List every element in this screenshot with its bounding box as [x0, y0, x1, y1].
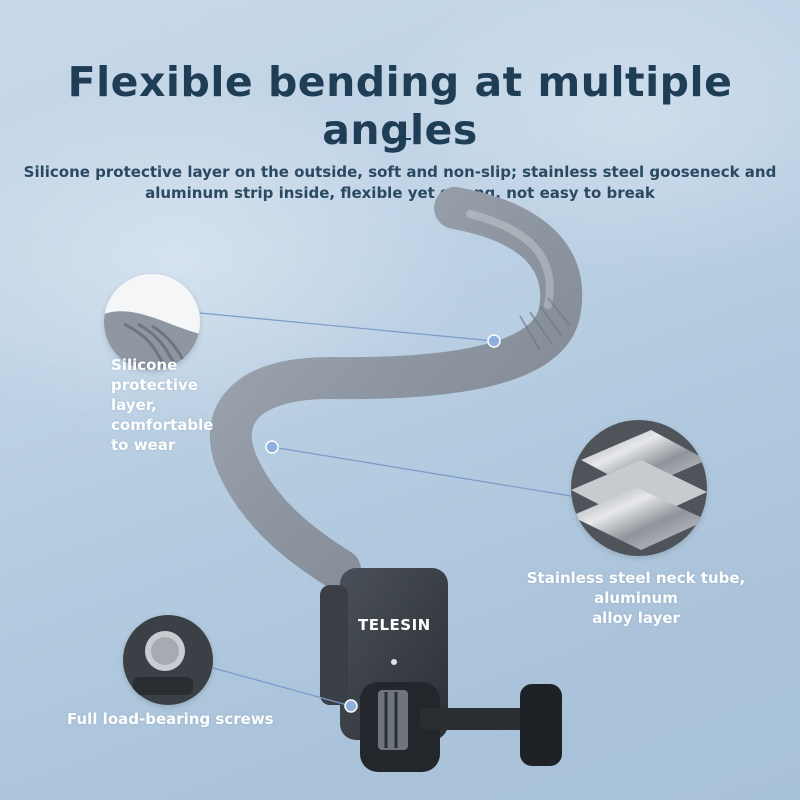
steel-label-line: Stainless steel neck tube, aluminum	[526, 569, 746, 607]
steel-layer-icon	[571, 420, 707, 556]
gooseneck-tube	[209, 187, 583, 591]
page-subtitle: Silicone protective layer on the outside…	[20, 162, 780, 204]
silicone-label-line: Silicone	[111, 356, 178, 374]
brand-logo: TELESIN	[358, 616, 431, 634]
silicone-layer-label: Silicone protective layer, comfortable t…	[111, 355, 231, 455]
silicone-closeup-circle	[104, 274, 200, 370]
tube-ridges	[519, 297, 571, 351]
indicator-light	[391, 659, 397, 665]
screw-closeup-circle	[123, 615, 213, 705]
thumb-screw-knob	[520, 684, 562, 766]
silicone-label-line: comfortable	[111, 416, 214, 434]
subtitle-line-2: aluminum strip inside, flexible yet stro…	[145, 184, 655, 202]
thumb-screw-shaft	[420, 708, 530, 730]
clip-fingers	[378, 690, 408, 750]
title-divider	[389, 138, 411, 140]
tube-highlight	[466, 210, 554, 309]
silicone-closeup-icon	[104, 274, 200, 370]
silicone-label-line: layer,	[111, 396, 157, 414]
steel-layer-closeup-circle	[571, 420, 707, 556]
pointer-lines	[199, 312, 572, 713]
mount-side	[320, 585, 348, 705]
steel-tube-label: Stainless steel neck tube, aluminum allo…	[484, 568, 788, 628]
page-title: Flexible bending at multiple angles	[67, 58, 733, 154]
silicone-label-line: protective	[111, 376, 198, 394]
screws-label: Full load-bearing screws	[67, 710, 274, 728]
silicone-label-line: to wear	[111, 436, 176, 454]
screw-icon	[123, 615, 213, 705]
steel-label-line: alloy layer	[592, 609, 680, 627]
subtitle-line-1: Silicone protective layer on the outside…	[23, 163, 777, 181]
